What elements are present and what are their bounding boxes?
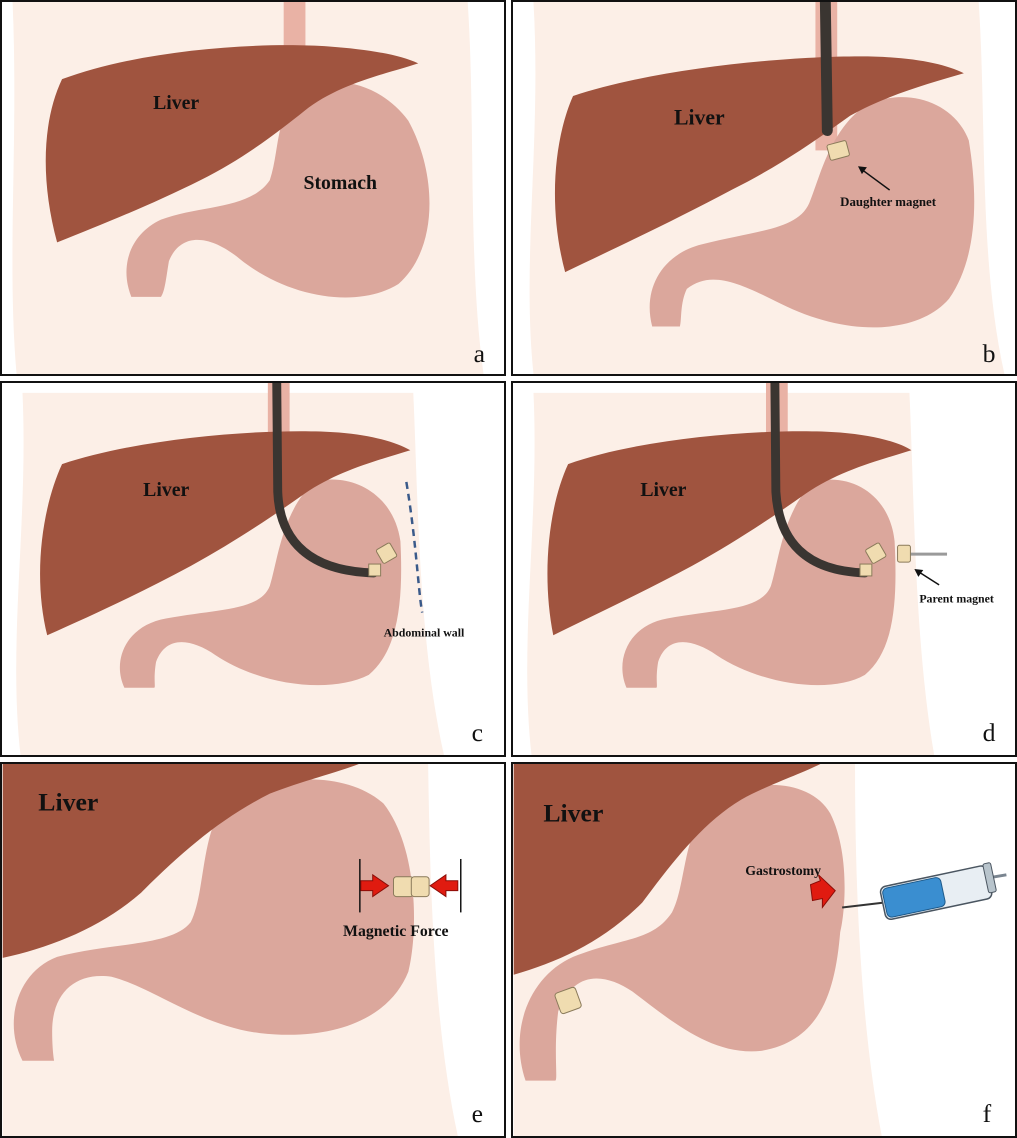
liver-shape <box>513 764 821 975</box>
panel-e-illustration: Liver Magnetic Force e <box>2 764 483 1136</box>
endoscope <box>770 383 870 578</box>
stomach-shape <box>622 479 896 688</box>
panel-b-illustration: Liver Daughter magnet b <box>529 2 1005 374</box>
gastrostomy-arrow <box>809 874 836 909</box>
magnetic-force-diagram <box>359 858 462 913</box>
panel-a: Liver Stomach a <box>0 0 506 376</box>
magnetic-force-label: Magnetic Force <box>343 923 449 940</box>
parent-magnet-pointer <box>916 570 940 586</box>
parent-magnet <box>410 876 430 898</box>
panel-letter: d <box>983 718 996 747</box>
panel-f: Liver Gastrostomy f <box>511 762 1017 1138</box>
liver-label: Liver <box>674 106 725 130</box>
panel-c-illustration: Liver Abdominal wall c <box>16 383 483 755</box>
parent-magnet <box>897 544 911 563</box>
liver-shape <box>2 764 359 958</box>
syringe-fluid <box>882 877 946 918</box>
daughter-magnet-pointer-head <box>857 166 867 175</box>
stomach-shape <box>13 779 415 1061</box>
liver-label: Liver <box>153 92 199 114</box>
daughter-magnet <box>375 542 398 564</box>
endoscope-tip <box>859 563 873 577</box>
panel-letter: c <box>472 718 483 747</box>
parent-magnet-pointer-head <box>914 569 924 577</box>
panel-letter: b <box>983 339 996 368</box>
daughter-magnet-pointer <box>859 167 891 191</box>
panel-f-illustration: Liver Gastrostomy f <box>513 764 1007 1136</box>
daughter-magnet <box>865 542 887 564</box>
panel-a-illustration: Liver Stomach a <box>12 2 486 374</box>
liver-shape <box>45 45 419 243</box>
liver-label: Liver <box>543 798 603 827</box>
liver-shape <box>547 431 912 636</box>
endoscope-tip <box>368 563 382 577</box>
syringe <box>842 862 1007 921</box>
liver-shape <box>40 431 411 636</box>
gastrostomy-label: Gastrostomy <box>745 863 821 878</box>
force-arrow-right <box>360 873 390 898</box>
stomach-shape <box>649 97 975 328</box>
panel-letter: e <box>472 1099 483 1128</box>
abdominal-wall-line <box>405 481 424 613</box>
liver-label: Liver <box>143 479 189 501</box>
liver-label: Liver <box>640 479 686 501</box>
panel-d-illustration: Liver Parent magnet d <box>527 383 996 755</box>
daughter-magnet-label: Daughter magnet <box>840 195 937 209</box>
stomach-shape <box>519 784 845 1081</box>
panel-e: Liver Magnetic Force e <box>0 762 506 1138</box>
stomach-label: Stomach <box>303 172 377 194</box>
panel-c: Liver Abdominal wall c <box>0 381 506 757</box>
syringe-needle <box>842 901 885 909</box>
daughter-magnet <box>826 140 850 161</box>
stomach-shape <box>126 82 430 298</box>
syringe-plunger-handle <box>982 862 997 894</box>
endoscope <box>272 383 379 578</box>
panel-letter: f <box>983 1099 992 1128</box>
parent-magnet-label: Parent magnet <box>919 592 994 606</box>
panel-d: Liver Parent magnet d <box>511 381 1017 757</box>
force-arrow-left <box>429 873 459 898</box>
panel-b: Liver Daughter magnet b <box>511 0 1017 376</box>
panel-letter: a <box>474 339 486 368</box>
liver-label: Liver <box>38 788 98 817</box>
daughter-magnet <box>392 876 414 898</box>
stomach-shape <box>119 479 402 688</box>
daughter-magnet <box>554 986 582 1015</box>
abdominal-wall-label: Abdominal wall <box>384 625 465 639</box>
liver-shape <box>554 56 964 273</box>
endoscope <box>819 2 833 137</box>
